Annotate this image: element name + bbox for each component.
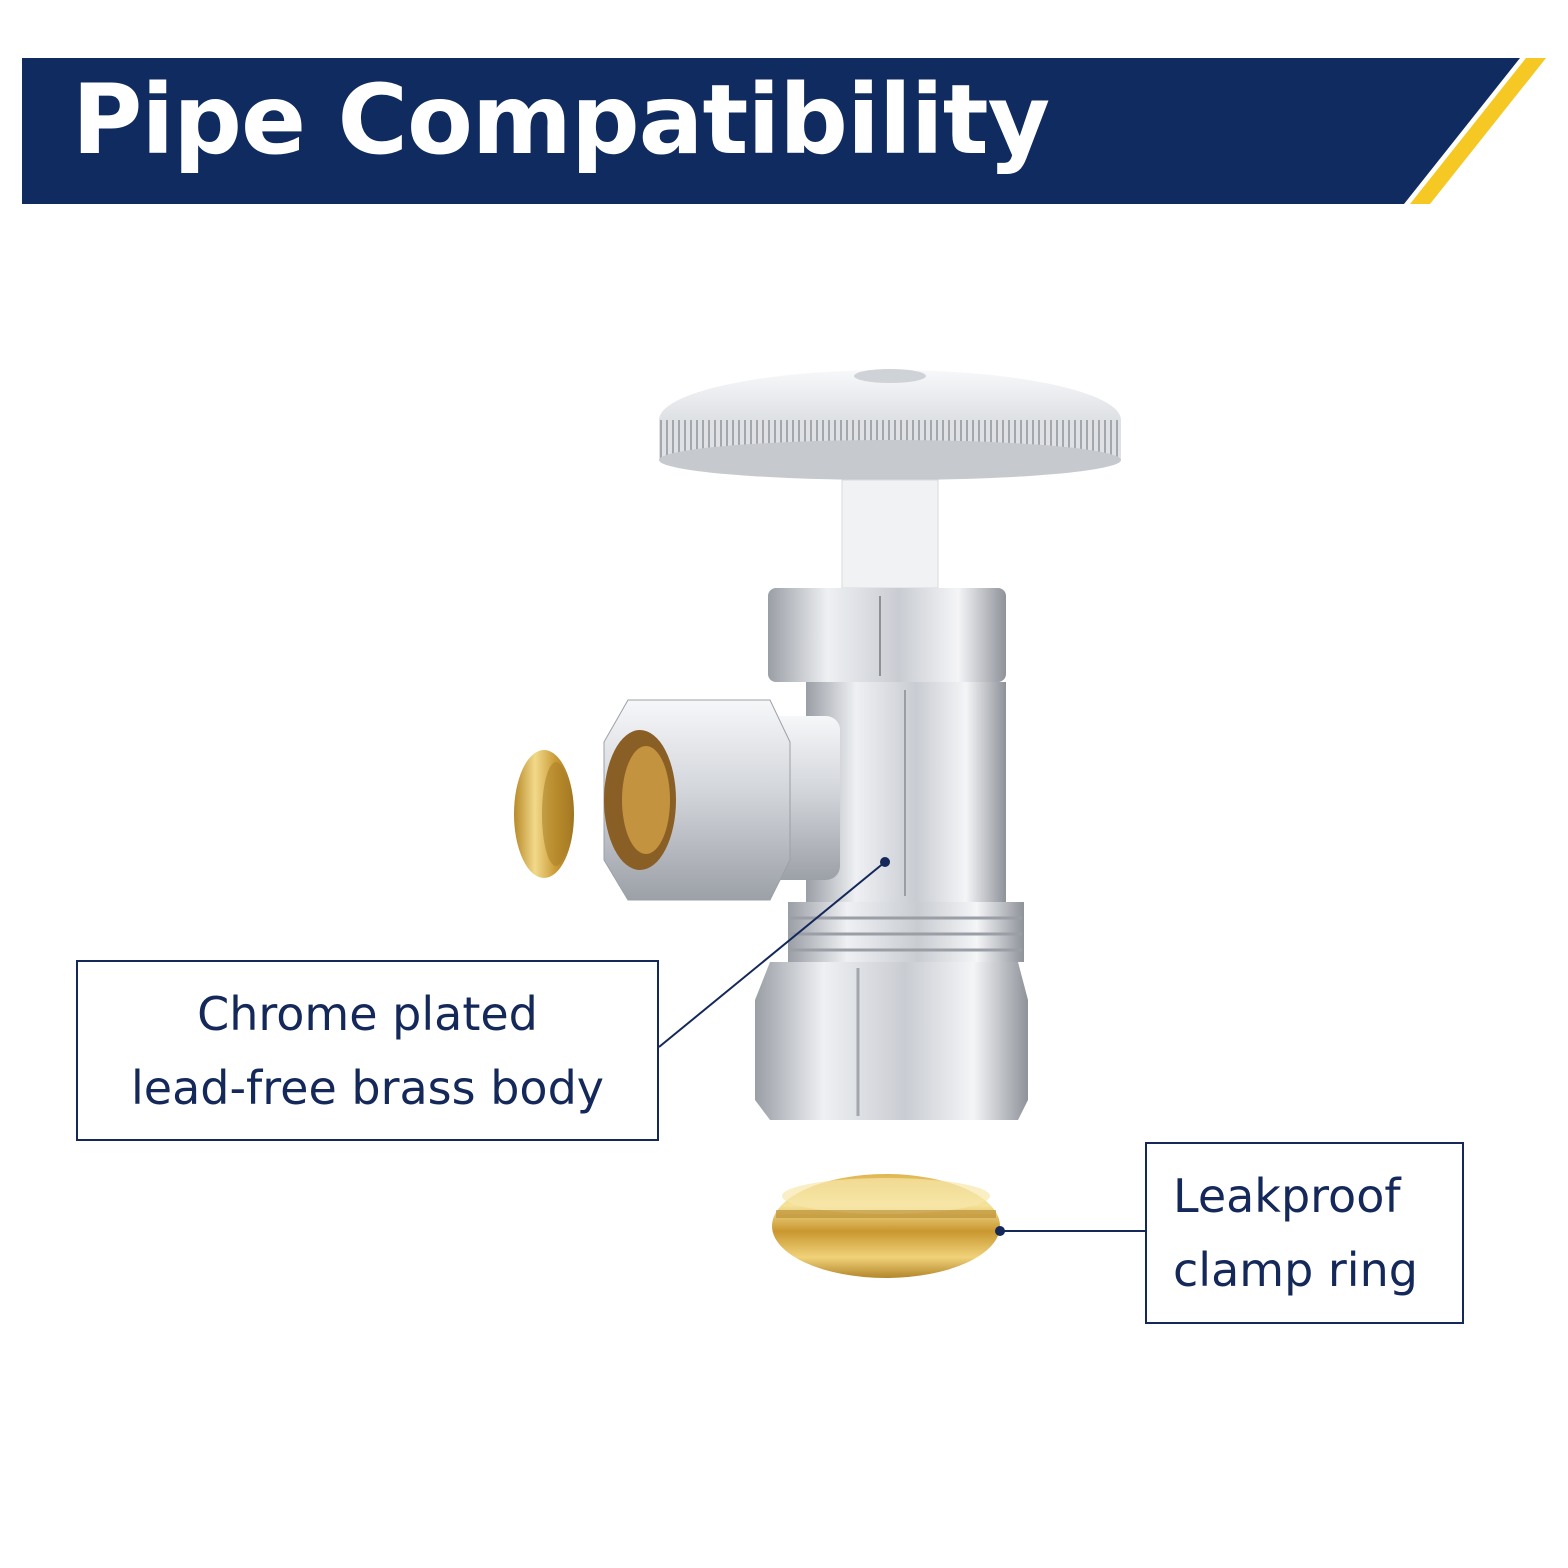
knob-bottom-edge bbox=[659, 440, 1121, 480]
body-callout-dot bbox=[880, 857, 890, 867]
callout-body-line-2: lead-free brass body bbox=[130, 1060, 604, 1115]
body-callout-line bbox=[658, 861, 886, 1048]
bottom-compression-nut bbox=[755, 962, 1028, 1120]
banner-background bbox=[22, 58, 1520, 204]
bonnet-nut bbox=[768, 588, 1006, 682]
ring-callout-dot bbox=[995, 1226, 1005, 1236]
callout-ring-line-1: Leakproof bbox=[1173, 1169, 1401, 1223]
banner-accent-stripe bbox=[1410, 58, 1546, 204]
page-title: Pipe Compatibility bbox=[72, 64, 1050, 176]
header-banner bbox=[22, 58, 1546, 204]
threaded-neck bbox=[788, 902, 1024, 962]
valve-stem bbox=[841, 479, 939, 589]
callout-ring-line-2: clamp ring bbox=[1173, 1243, 1418, 1297]
knob-center-mark bbox=[854, 369, 926, 383]
callout-body-material: Chrome plated lead-free brass body bbox=[76, 960, 659, 1141]
callout-clamp-ring: Leakproof clamp ring bbox=[1145, 1142, 1464, 1324]
callout-body-line-1: Chrome plated bbox=[197, 986, 538, 1041]
